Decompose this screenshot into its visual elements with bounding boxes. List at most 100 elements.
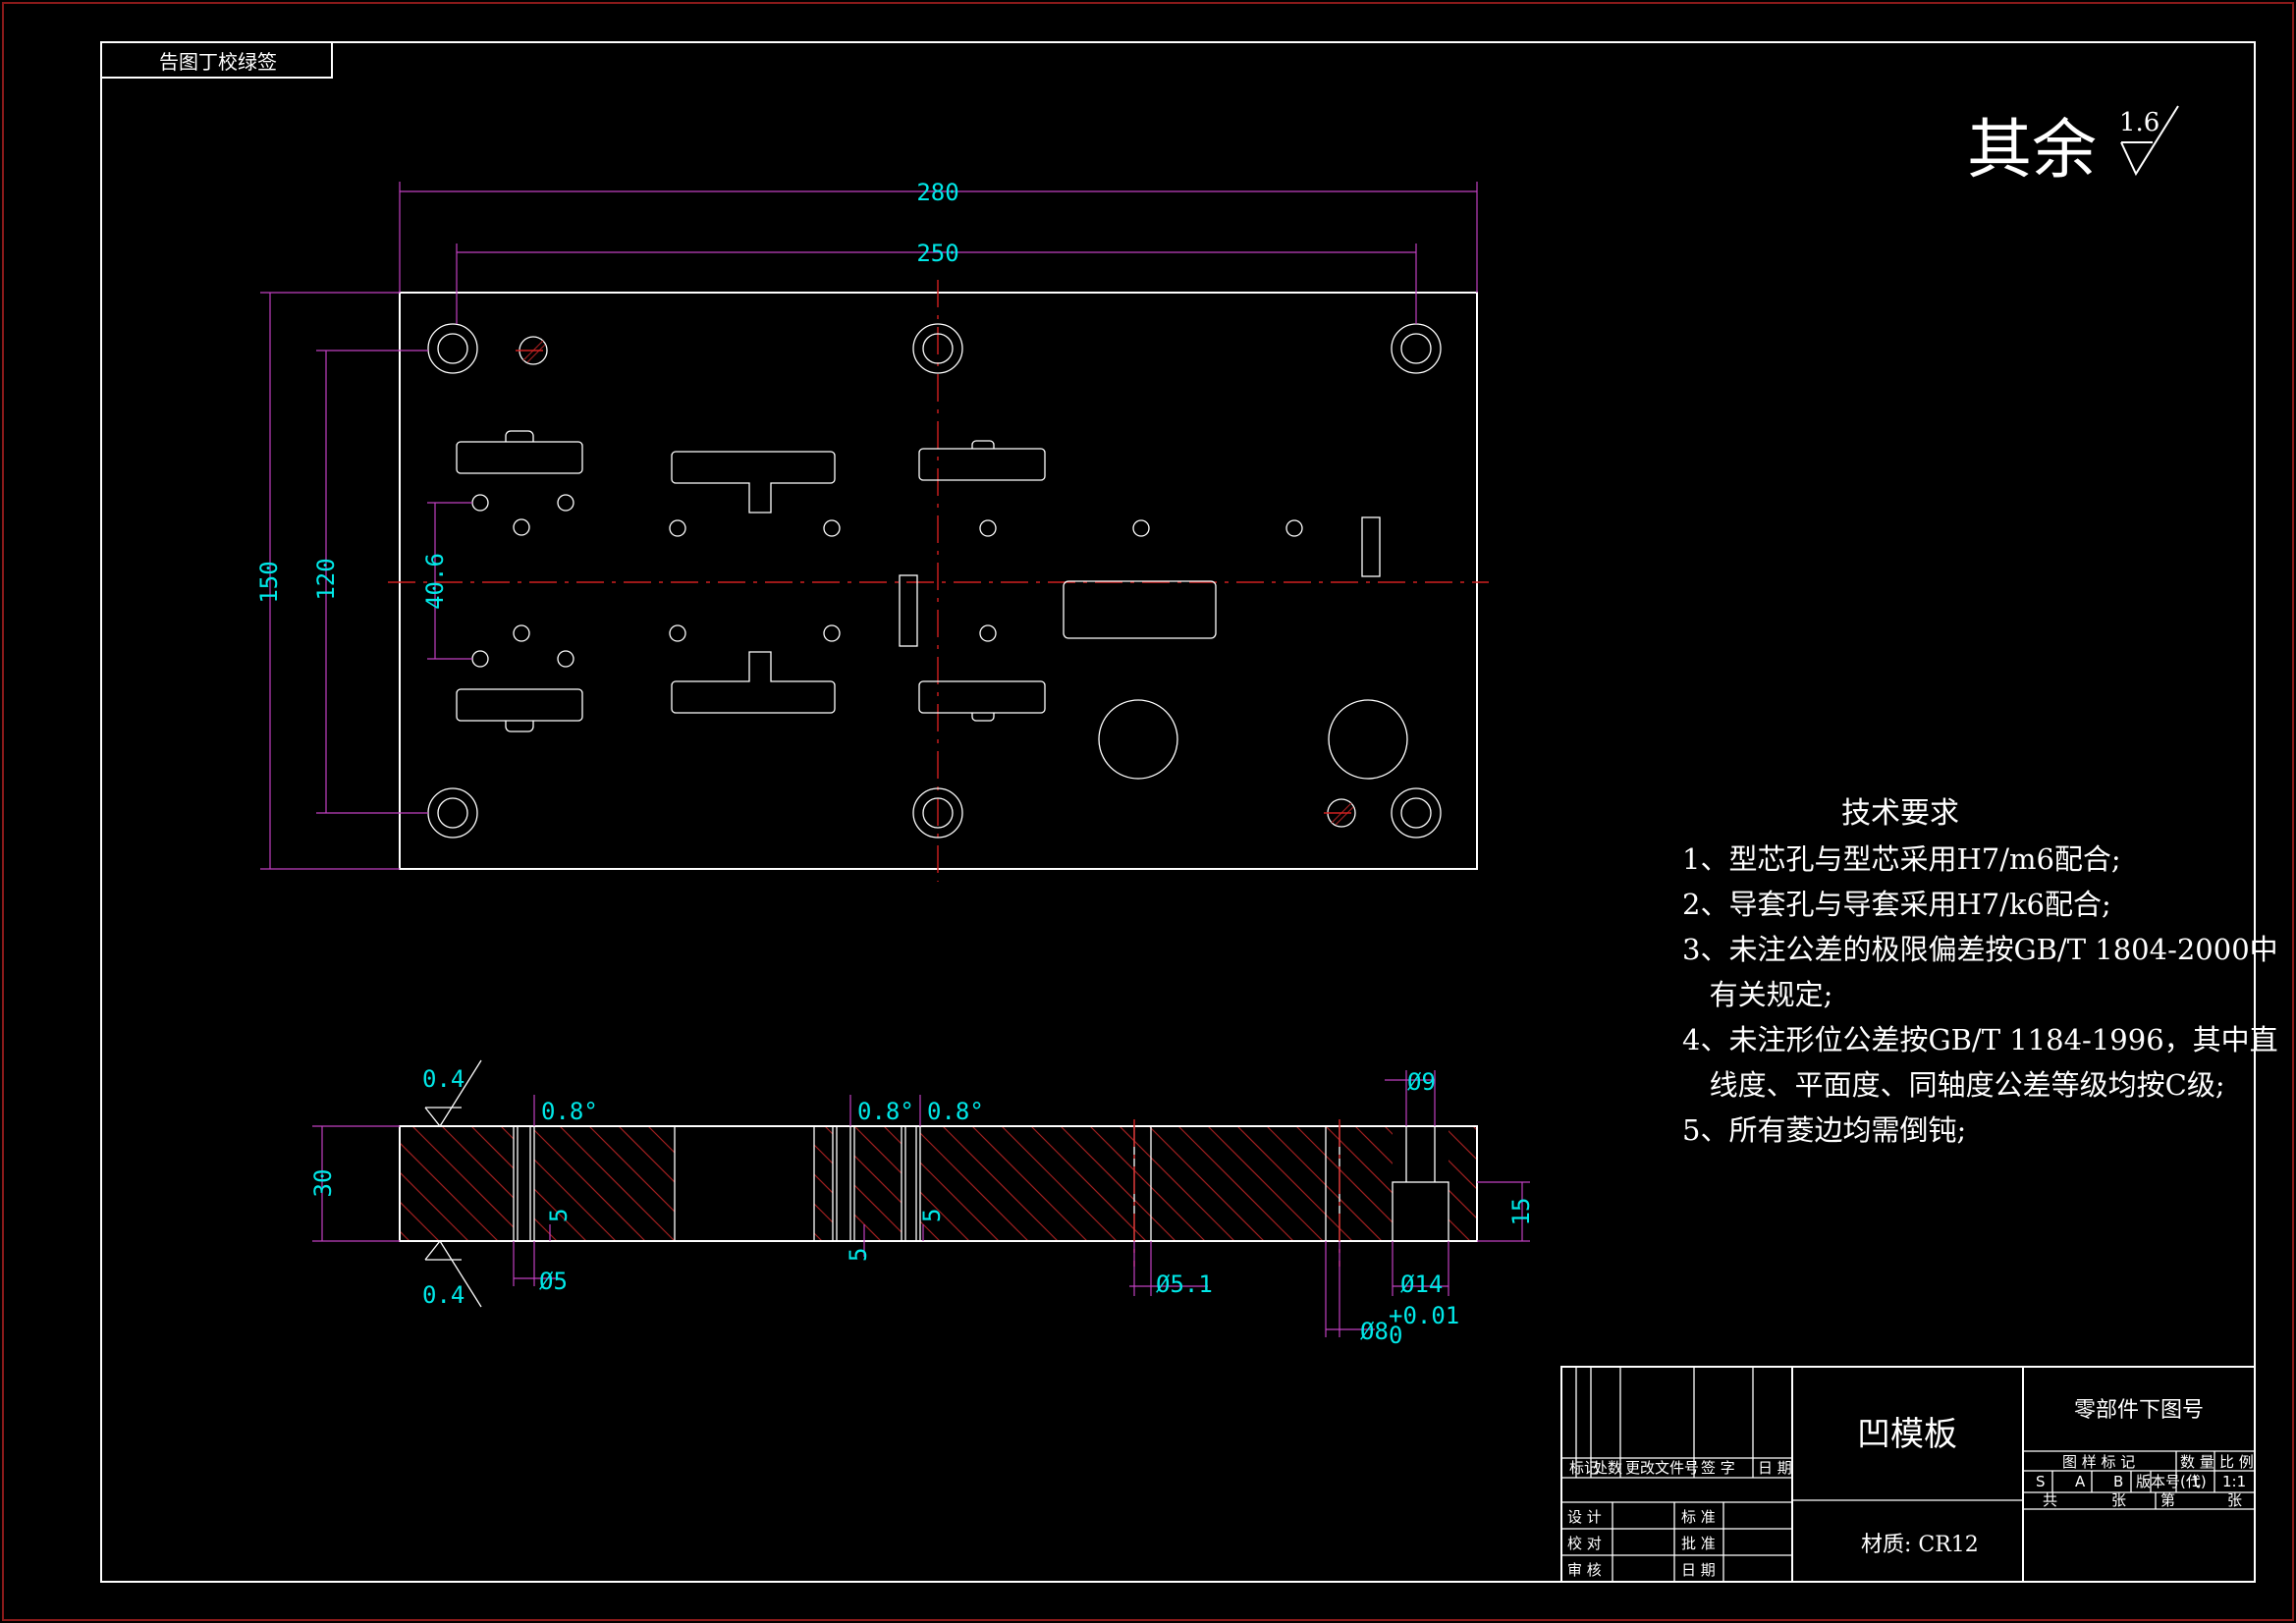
narrow-slot xyxy=(899,574,918,647)
tech-line: 线度、平面度、同轴度公差等级均按C级; xyxy=(1682,1068,2225,1102)
dim-dia8: Ø8 +0.01 0 xyxy=(1325,1241,1459,1349)
svg-text:0.8°: 0.8° xyxy=(541,1098,598,1125)
svg-text:数 量: 数 量 xyxy=(2180,1453,2214,1471)
part-name: 凹模板 xyxy=(1857,1415,1957,1454)
svg-text:A: A xyxy=(2075,1473,2086,1490)
svg-text:1: 1 xyxy=(2191,1473,2201,1490)
tech-line: 有关规定; xyxy=(1682,978,1832,1011)
stamp-box: 告图丁校绿签 xyxy=(100,41,333,79)
guide-hole xyxy=(1391,323,1442,374)
svg-text:0.4: 0.4 xyxy=(422,1281,465,1309)
tech-line: 3、未注公差的极限偏差按GB/T 1804-2000中 xyxy=(1682,933,2278,966)
roughness-bottom: 0.4 xyxy=(422,1239,482,1309)
svg-text:5: 5 xyxy=(545,1209,573,1222)
svg-text:Ø9: Ø9 xyxy=(1407,1068,1436,1096)
svg-text:标记: 标记 xyxy=(1569,1459,1599,1477)
large-hole xyxy=(1328,699,1408,780)
svg-text:张: 张 xyxy=(2227,1491,2242,1509)
stamp-text: 告图丁校绿签 xyxy=(159,50,277,74)
section-outline xyxy=(399,1125,1478,1242)
svg-text:版本号(代): 版本号(代) xyxy=(2136,1473,2207,1490)
section-hole-edges xyxy=(513,1126,1449,1242)
title-block: 标记 处数 更改文件号 签 字 日 期 设 计 校 对 审 核 标 准 批 准 … xyxy=(1560,1366,2256,1583)
material: 材质: CR12 xyxy=(1861,1533,1979,1557)
tech-line: 4、未注形位公差按GB/T 1184-1996，其中直 xyxy=(1682,1023,2278,1056)
svg-text:S: S xyxy=(2036,1473,2046,1490)
tech-line: 5、所有菱边均需倒钝; xyxy=(1682,1113,1966,1147)
svg-text:比 例: 比 例 xyxy=(2219,1453,2254,1471)
svg-text:日 期: 日 期 xyxy=(1758,1459,1792,1477)
plan-view: 280 250 150 120 40.6 xyxy=(255,179,1489,882)
svg-text:审 核: 审 核 xyxy=(1567,1561,1602,1579)
roughness-top: 0.4 xyxy=(422,1059,482,1128)
slot xyxy=(456,688,583,732)
tech-line: 2、导套孔与导套采用H7/k6配合; xyxy=(1682,888,2111,921)
svg-text:批 准: 批 准 xyxy=(1681,1535,1716,1552)
angle-dim: 0.8° xyxy=(849,1095,914,1126)
large-hole xyxy=(1098,699,1178,780)
dim-250: 250 xyxy=(456,240,1417,324)
svg-text:设 计: 设 计 xyxy=(1567,1508,1602,1526)
dim-40-6: 40.6 xyxy=(421,502,472,660)
svg-text:校 对: 校 对 xyxy=(1567,1535,1602,1552)
dim-dia5: Ø5 xyxy=(513,1241,568,1295)
svg-text:5: 5 xyxy=(918,1209,946,1222)
svg-text:5: 5 xyxy=(845,1248,872,1262)
dim-5: 5 xyxy=(545,1209,573,1241)
svg-text:30: 30 xyxy=(309,1169,337,1198)
dowel-hole xyxy=(1324,798,1359,828)
svg-text:标 准: 标 准 xyxy=(1681,1508,1716,1526)
guide-hole xyxy=(912,323,963,374)
svg-text:120: 120 xyxy=(312,558,340,600)
dim-dia14: Ø14 xyxy=(1392,1241,1449,1298)
dim-280: 280 xyxy=(399,179,1478,293)
tech-requirements: 技术要求 1、型芯孔与型芯采用H7/m6配合; 2、导套孔与导套采用H7/k6配… xyxy=(1682,796,2278,1147)
svg-text:1:1: 1:1 xyxy=(2222,1473,2246,1490)
svg-text:0.8°: 0.8° xyxy=(927,1098,984,1125)
svg-text:15: 15 xyxy=(1507,1198,1535,1226)
svg-text:处数: 处数 xyxy=(1593,1459,1622,1477)
dim-dia9: Ø9 xyxy=(1385,1068,1436,1126)
tech-title: 技术要求 xyxy=(1841,796,1959,831)
roughness-value: 1.6 xyxy=(2119,108,2159,137)
section-hatch xyxy=(400,1126,1477,1241)
svg-text:40.6: 40.6 xyxy=(421,553,449,610)
narrow-slot xyxy=(1361,516,1381,577)
svg-text:Ø8: Ø8 xyxy=(1360,1318,1389,1345)
guide-hole xyxy=(427,323,478,374)
slot xyxy=(918,440,1046,481)
svg-text:150: 150 xyxy=(255,561,283,603)
dim-150: 150 xyxy=(255,292,400,870)
dowel-hole xyxy=(516,336,551,365)
roughness-symbol xyxy=(2120,105,2179,177)
dim-15: 15 xyxy=(1477,1181,1535,1242)
slot xyxy=(918,680,1046,722)
guide-hole xyxy=(427,787,478,839)
guide-hole xyxy=(912,787,963,839)
dim-5: 5 xyxy=(845,1224,872,1262)
svg-text:日 期: 日 期 xyxy=(1681,1561,1716,1579)
svg-text:0: 0 xyxy=(1389,1322,1402,1349)
angle-dim: 0.8° xyxy=(919,1095,984,1126)
svg-text:更改文件号: 更改文件号 xyxy=(1625,1459,1699,1477)
svg-text:Ø5: Ø5 xyxy=(539,1268,568,1295)
angle-dim: 0.8° xyxy=(533,1095,598,1126)
svg-text:Ø14: Ø14 xyxy=(1400,1271,1443,1298)
svg-text:签 字: 签 字 xyxy=(1701,1459,1735,1477)
svg-text:280: 280 xyxy=(916,179,958,206)
guide-hole xyxy=(1391,787,1442,839)
svg-text:Ø5.1: Ø5.1 xyxy=(1156,1271,1213,1298)
slot xyxy=(456,430,583,474)
svg-text:共: 共 xyxy=(2043,1491,2057,1509)
svg-text:250: 250 xyxy=(916,240,958,267)
dim-120: 120 xyxy=(312,350,428,814)
drawing-no-label: 零部件下图号 xyxy=(2074,1398,2204,1423)
svg-text:B: B xyxy=(2113,1473,2123,1490)
t-slot xyxy=(671,451,836,514)
tech-line: 1、型芯孔与型芯采用H7/m6配合; xyxy=(1682,842,2121,876)
dim-dia5-1: Ø5.1 xyxy=(1129,1241,1213,1298)
svg-text:图 样 标 记: 图 样 标 记 xyxy=(2062,1453,2135,1471)
svg-text:+0.01: +0.01 xyxy=(1389,1302,1459,1329)
